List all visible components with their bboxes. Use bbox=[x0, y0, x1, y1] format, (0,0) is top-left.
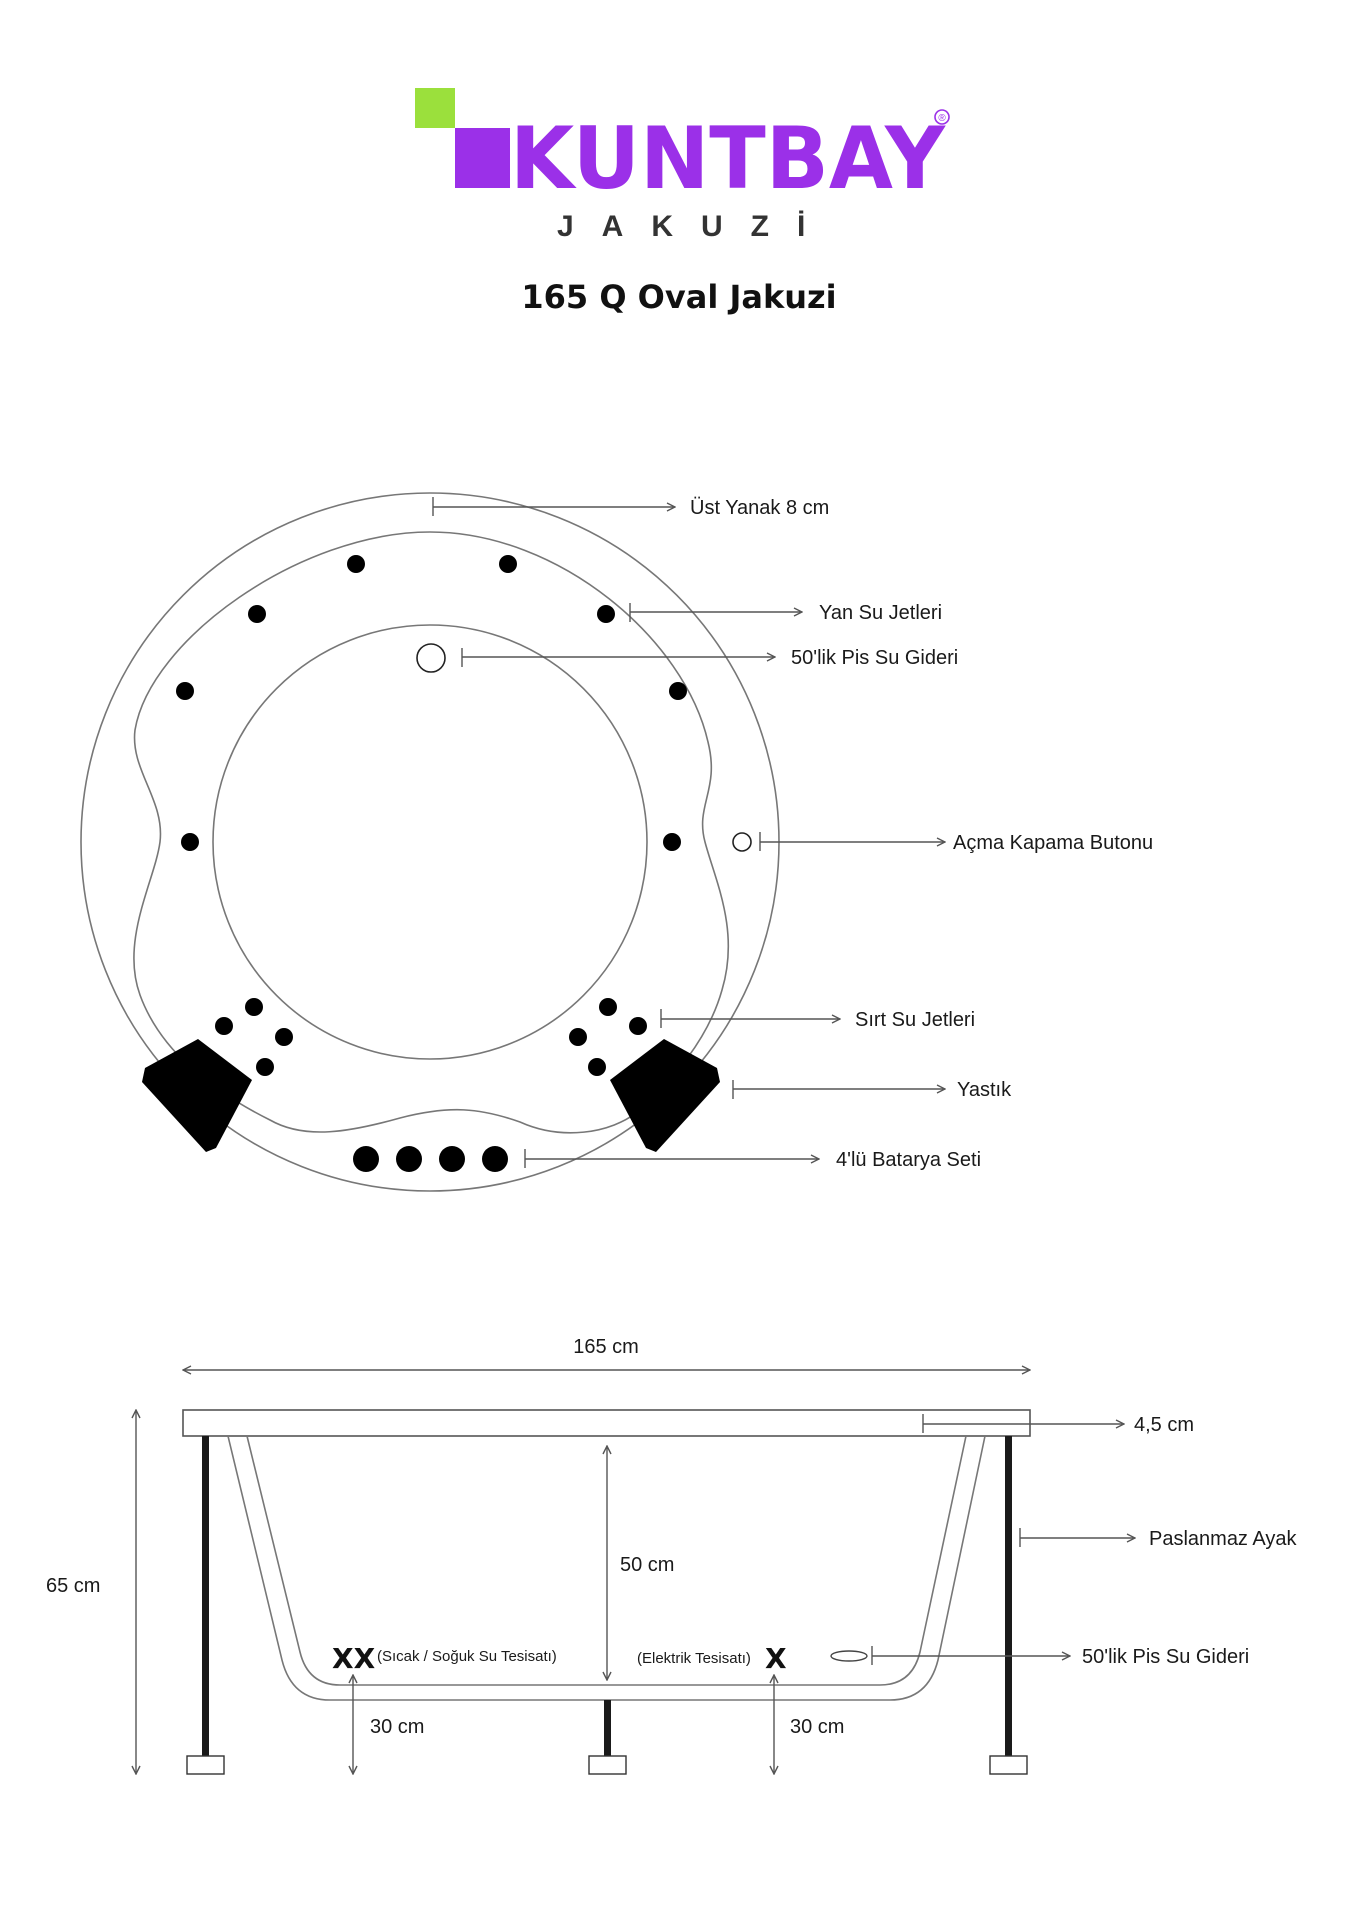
label-depth: 50 cm bbox=[620, 1554, 674, 1576]
back-jet bbox=[256, 1058, 274, 1076]
label-width: 165 cm bbox=[573, 1336, 639, 1358]
back-jet bbox=[629, 1017, 647, 1035]
battery-knob bbox=[482, 1146, 508, 1172]
back-jet bbox=[275, 1028, 293, 1046]
side-jet bbox=[181, 833, 199, 851]
electric-install-mark: X bbox=[765, 1642, 787, 1675]
label-electric-install: (Elektrik Tesisatı) bbox=[637, 1650, 751, 1667]
side-jet bbox=[176, 682, 194, 700]
leg bbox=[604, 1700, 611, 1762]
logo-accent-square bbox=[415, 88, 455, 128]
back-jet bbox=[599, 998, 617, 1016]
back-jet bbox=[215, 1017, 233, 1035]
inner-deck-outline bbox=[133, 531, 730, 1134]
side-jet bbox=[669, 682, 687, 700]
registered-mark-circle bbox=[934, 109, 950, 125]
label-paslanmaz-ayak: Paslanmaz Ayak bbox=[1149, 1528, 1297, 1550]
leg-foot bbox=[186, 1755, 225, 1775]
water-install-mark: XX bbox=[332, 1642, 376, 1675]
battery-knob bbox=[396, 1146, 422, 1172]
tub-rim bbox=[182, 1409, 1031, 1437]
label-yastik: Yastık bbox=[957, 1079, 1012, 1101]
label-height: 65 cm bbox=[46, 1575, 100, 1597]
leg bbox=[202, 1436, 209, 1762]
label-pis-su-top: 50'lik Pis Su Gideri bbox=[791, 647, 958, 669]
label-offset-left: 30 cm bbox=[370, 1716, 424, 1738]
drain-side bbox=[830, 1650, 868, 1662]
battery-knob bbox=[353, 1146, 379, 1172]
pillow-right bbox=[610, 1039, 720, 1152]
side-jet bbox=[248, 605, 266, 623]
registered-mark: ® bbox=[938, 113, 946, 124]
label-ust-yanak: Üst Yanak 8 cm bbox=[690, 497, 829, 519]
leg-foot bbox=[989, 1755, 1028, 1775]
label-sirt-jetler: Sırt Su Jetleri bbox=[855, 1009, 975, 1031]
page-title: 165 Q Oval Jakuzi bbox=[521, 278, 836, 316]
pillow-left bbox=[142, 1039, 252, 1152]
back-jet bbox=[588, 1058, 606, 1076]
label-rim: 4,5 cm bbox=[1134, 1414, 1194, 1436]
tub-body-inner bbox=[246, 1435, 967, 1686]
battery-knob bbox=[439, 1146, 465, 1172]
power-button bbox=[732, 832, 752, 852]
drain-top bbox=[416, 643, 446, 673]
side-jet bbox=[499, 555, 517, 573]
side-jet bbox=[597, 605, 615, 623]
label-offset-right: 30 cm bbox=[790, 1716, 844, 1738]
top-view-leaders bbox=[432, 497, 945, 1168]
label-batarya: 4'lü Batarya Seti bbox=[836, 1149, 981, 1171]
top-view: Üst Yanak 8 cm Yan Su Jetleri 50'lik Pis… bbox=[80, 492, 1153, 1192]
brand-subtitle: JAKUZİ bbox=[557, 210, 833, 243]
back-jet bbox=[245, 998, 263, 1016]
logo-purple-bar bbox=[455, 128, 510, 188]
inner-basin bbox=[212, 624, 648, 1060]
brand-name: KUNTBAY bbox=[510, 109, 947, 209]
side-jet bbox=[347, 555, 365, 573]
side-jet bbox=[663, 833, 681, 851]
side-view: 165 cm 65 cm 50 cm 4,5 cm Paslanmaz Ayak… bbox=[46, 1336, 1297, 1774]
label-pis-su-side: 50'lik Pis Su Gideri bbox=[1082, 1646, 1249, 1668]
back-jet bbox=[569, 1028, 587, 1046]
leg-foot bbox=[588, 1755, 627, 1775]
brand-logo: KUNTBAY ® JAKUZİ bbox=[415, 88, 950, 243]
leg bbox=[1005, 1436, 1012, 1762]
label-yan-jetler: Yan Su Jetleri bbox=[819, 602, 942, 624]
label-acma-kapama: Açma Kapama Butonu bbox=[953, 832, 1153, 854]
label-water-install: (Sıcak / Soğuk Su Tesisatı) bbox=[377, 1648, 557, 1665]
